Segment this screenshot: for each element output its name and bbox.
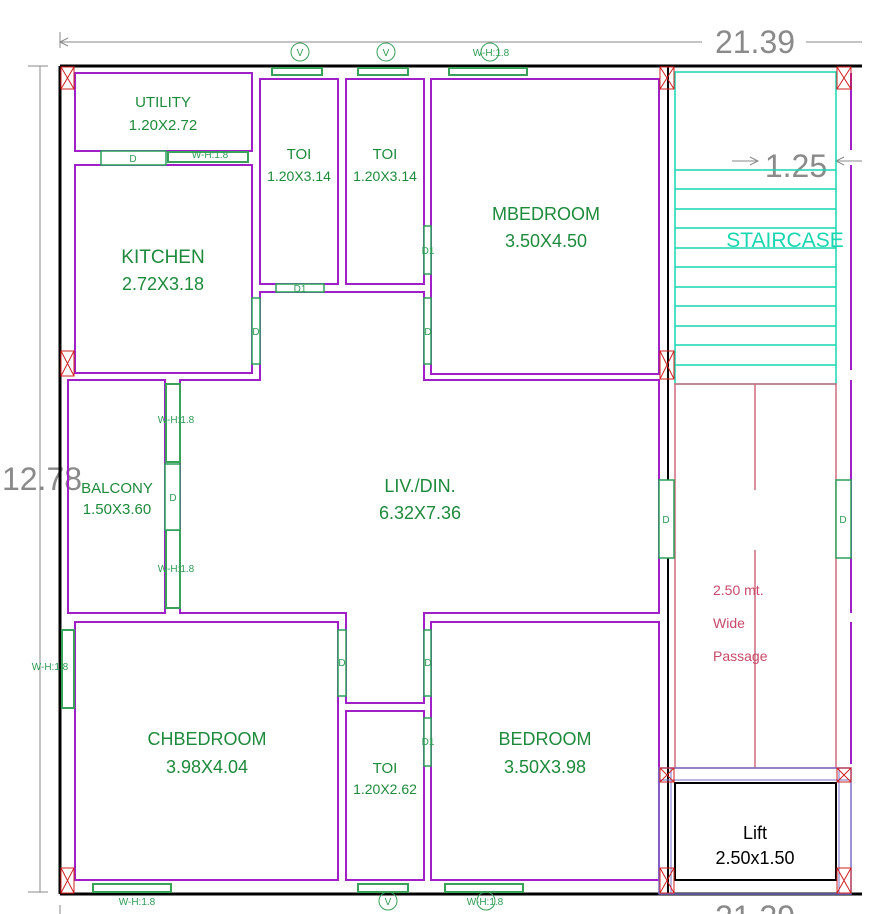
wh-tag-chbedroom-bottom: W-H:1.8 [119,897,156,908]
chbedroom-size: 3.98X4.04 [166,757,248,777]
door-tag-utility: D [129,154,136,165]
room-walls [67,72,852,881]
lift-name: Lift [743,823,767,843]
toi3-size: 1.20X2.62 [353,781,417,797]
toi1-name: TOI [287,146,312,163]
wh-tag-balcony-top: W-H:1.8 [158,415,195,426]
wh-tag-utility: W-H:1.8 [192,150,229,161]
tags: D W-H:1.8 D D1 D1 D D D D D D D1 W-H:1.8… [32,42,847,911]
columns [60,66,852,894]
door-tag-mbedroom: D [424,327,431,338]
left-height-dimension: 12.78 [2,461,82,497]
windows [61,67,528,893]
door-tag-passage-right: D [839,515,846,526]
door-tag-toi3: D1 [422,737,435,748]
door-tag-bedroom: D [424,658,431,669]
wh-tag-mbedroom-top: W-H:1.8 [473,48,510,59]
passage-text-line3: Passage [713,648,768,664]
vent-tag-toi3: V [385,897,392,908]
passage-text-line1: 2.50 mt. [713,582,764,598]
toi2-size: 1.20X3.14 [353,168,417,184]
chbedroom-name: CHBEDROOM [147,729,266,749]
balcony-size: 1.50X3.60 [83,501,151,518]
bedroom-size: 3.50X3.98 [504,757,586,777]
toi1-size: 1.20X3.14 [267,168,331,184]
mbedroom-size: 3.50X4.50 [505,231,587,251]
passage [674,383,837,769]
doors [100,150,852,767]
door-tag-kitchen: D [252,327,259,338]
living-name: LIV./DIN. [384,476,455,496]
lift [658,767,852,895]
stair-offset-dimension: 1.25 [765,148,827,184]
staircase-label: STAIRCASE [726,229,843,252]
staircase [674,71,837,385]
door-tag-balcony: D [169,493,176,504]
wh-tag-chbedroom-left: W-H:1.8 [32,662,69,673]
toi3-name: TOI [373,760,398,777]
bedroom-name: BEDROOM [498,729,591,749]
utility-name: UTILITY [135,94,191,111]
bottom-width-dimension: 21.39 [715,899,795,914]
top-width-dimension: 21.39 [715,24,795,60]
toi2-name: TOI [373,146,398,163]
wh-tag-bedroom-bottom: W-H:1.8 [467,897,504,908]
vent-tag-toi2: V [383,48,390,59]
kitchen-name: KITCHEN [121,247,204,268]
door-tag-chbedroom: D [338,658,345,669]
kitchen-size: 2.72X3.18 [122,274,204,294]
wh-tag-balcony-bottom: W-H:1.8 [158,564,195,575]
vent-tag-toi1: V [297,48,304,59]
door-tag-passage-left: D [662,515,669,526]
passage-text-line2: Wide [713,615,745,631]
lift-size: 2.50x1.50 [715,848,794,868]
door-tag-toi1: D1 [294,284,307,295]
utility-size: 1.20X2.72 [129,117,197,134]
living-size: 6.32X7.36 [379,503,461,523]
balcony-name: BALCONY [81,480,153,497]
room-labels: UTILITY 1.20X2.72 TOI 1.20X3.14 TOI 1.20… [81,94,794,868]
mbedroom-name: MBEDROOM [492,204,600,224]
door-tag-toi2: D1 [422,246,435,257]
